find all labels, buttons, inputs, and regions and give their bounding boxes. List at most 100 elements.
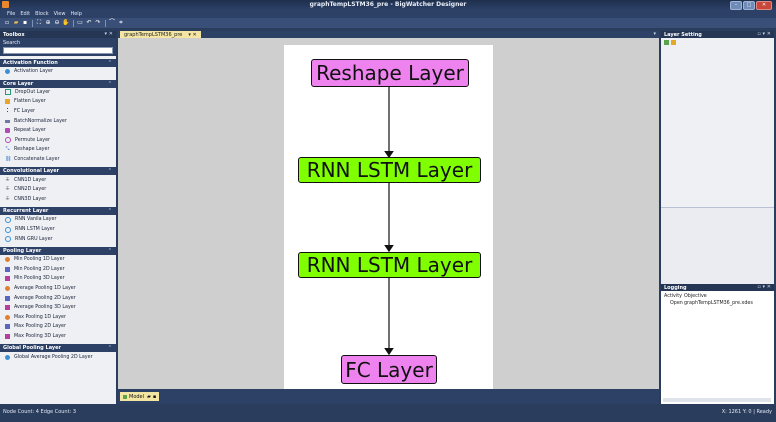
log-col-objective: Objective <box>684 294 707 299</box>
tool-activation-layer[interactable]: Activation Layer <box>0 67 116 77</box>
close-button[interactable]: ✕ <box>756 1 772 10</box>
bottom-tabstrip: Model ▰ ▪ <box>118 389 659 404</box>
search-label: Search <box>3 40 21 46</box>
tool-label: Activation Layer <box>14 69 53 75</box>
node-rnn-lstm-layer-2[interactable]: RNN LSTM Layer <box>298 252 481 278</box>
tool-global-average-pooling-2d[interactable]: Global Average Pooling 2D Layer <box>0 352 116 362</box>
fit-icon[interactable]: ⛶ <box>36 19 42 26</box>
tool-flatten-layer[interactable]: Flatten Layer <box>0 97 116 107</box>
toolbox-search: Search <box>0 38 116 56</box>
search-input[interactable] <box>3 47 113 54</box>
toolbox-title: Toolbox <box>3 31 25 38</box>
tool-cnn2d-layer[interactable]: ⁜CNN2D Layer <box>0 185 116 195</box>
tool-label: DropOut Layer <box>15 89 51 95</box>
pan-hand-icon[interactable]: ✋ <box>62 19 70 26</box>
menu-file[interactable]: File <box>7 11 16 17</box>
log-row[interactable]: Open graphTempLSTM36_pre.xdes <box>661 300 774 307</box>
logging-panel: Logging ▫ ▾ ✕ Activity Objective Open gr… <box>661 284 774 404</box>
tool-concatenate-layer[interactable]: ⛓Concatenate Layer <box>0 155 116 165</box>
node-rnn-lstm-layer-1[interactable]: RNN LSTM Layer <box>298 157 481 183</box>
tab-model[interactable]: Model ▰ ▪ <box>120 392 160 401</box>
pin-close-icons[interactable]: ▫ ▾ ✕ <box>757 284 771 290</box>
zoom-out-icon[interactable]: ⊖ <box>54 19 60 26</box>
tool-average-pooling-1d[interactable]: Average Pooling 1D Layer <box>0 284 116 294</box>
tool-max-pooling-1d[interactable]: Max Pooling 1D Layer <box>0 312 116 322</box>
tool-permute-layer[interactable]: Permute Layer <box>0 136 116 146</box>
group-convolutional-layer[interactable]: Convolutional Layer⌃ <box>0 167 116 176</box>
menu-view[interactable]: View <box>53 11 66 17</box>
chevron-down-icon[interactable]: ▾ <box>653 31 656 37</box>
menu-edit[interactable]: Edit <box>20 11 31 17</box>
layout-icon[interactable]: ▭ <box>77 19 83 26</box>
sort-icon[interactable] <box>664 39 669 45</box>
fc-icon: ⁚ <box>6 108 9 115</box>
tool-average-pooling-3d[interactable]: Average Pooling 3D Layer <box>0 303 116 313</box>
log-activity: Open <box>670 301 683 306</box>
tool-rnn-vanila-layer[interactable]: RNN Vanila Layer <box>0 215 116 225</box>
chevron-up-icon[interactable]: ⌃ <box>107 208 112 215</box>
tool-rnn-gru-layer[interactable]: RNN GRU Layer <box>0 234 116 244</box>
chevron-up-icon[interactable]: ⌃ <box>107 168 112 175</box>
activation-icon <box>5 69 10 75</box>
zoom-in-icon[interactable]: ⊕ <box>45 19 51 26</box>
save-icon[interactable]: ▪ <box>152 393 157 400</box>
pooling-icon <box>5 324 10 330</box>
tool-reshape-layer[interactable]: ⤡Reshape Layer <box>0 145 116 155</box>
horizontal-scrollbar[interactable] <box>663 398 771 402</box>
group-core-layer[interactable]: Core Layer⌃ <box>0 79 116 88</box>
tool-average-pooling-2d[interactable]: Average Pooling 2D Layer <box>0 293 116 303</box>
app-icon <box>2 1 9 8</box>
new-icon[interactable]: ▫ <box>4 19 10 26</box>
chevron-up-icon[interactable]: ⌃ <box>107 247 112 254</box>
group-activation-function[interactable]: Activation Function⌃ <box>0 59 116 67</box>
tab-graph[interactable]: graphTempLSTM36_pre ▾ ✕ <box>120 31 201 38</box>
open-folder-icon[interactable]: ▰ <box>13 19 19 26</box>
group-global-pooling-layer[interactable]: Global Pooling Layer⌃ <box>0 344 116 353</box>
chevron-up-icon[interactable]: ⌃ <box>107 345 112 352</box>
save-icon[interactable]: ▪ <box>22 19 28 26</box>
tool-max-pooling-3d[interactable]: Max Pooling 3D Layer <box>0 332 116 342</box>
folder-icon[interactable]: ▰ <box>147 393 151 400</box>
flatten-icon <box>5 99 10 105</box>
node-fc-layer[interactable]: FC Layer <box>341 355 437 384</box>
tool-cnn1d-layer[interactable]: ⁜CNN1D Layer <box>0 175 116 185</box>
connector-icon[interactable]: ⌒ <box>108 19 115 26</box>
group-recurrent-layer[interactable]: Recurrent Layer⌃ <box>0 207 116 216</box>
menu-help[interactable]: Help <box>70 11 82 17</box>
tool-min-pooling-1d[interactable]: Min Pooling 1D Layer <box>0 255 116 265</box>
tool-max-pooling-2d[interactable]: Max Pooling 2D Layer <box>0 322 116 332</box>
grid-icon[interactable]: ⌗ <box>119 19 123 26</box>
category-icon[interactable] <box>671 39 676 45</box>
minimize-button[interactable]: – <box>730 1 742 10</box>
node-reshape-layer[interactable]: Reshape Layer <box>311 59 469 87</box>
group-pooling-layer[interactable]: Pooling Layer⌃ <box>0 246 116 255</box>
model-tab-label: Model <box>129 393 145 400</box>
tool-repeat-layer[interactable]: Repeat Layer <box>0 126 116 136</box>
document-tabstrip: graphTempLSTM36_pre ▾ ✕ ▾ <box>118 31 659 38</box>
chevron-up-icon[interactable]: ⌃ <box>107 80 112 87</box>
layer-setting-title: Layer Setting <box>664 31 702 38</box>
tool-rnn-lstm-layer[interactable]: RNN LSTM Layer <box>0 225 116 235</box>
tool-min-pooling-2d[interactable]: Min Pooling 2D Layer <box>0 265 116 275</box>
redo-icon[interactable]: ↷ <box>95 19 101 26</box>
menu-block[interactable]: Block <box>35 11 49 17</box>
rnn-icon <box>5 236 11 243</box>
chevron-up-icon[interactable]: ⌃ <box>107 60 112 66</box>
tool-label: CNN1D Layer <box>14 177 47 183</box>
pin-close-icons[interactable]: ▾ ✕ <box>104 31 113 37</box>
tool-fc-layer[interactable]: ⁚FC Layer <box>0 107 116 117</box>
tool-batchnormalize-layer[interactable]: BatchNormalize Layer <box>0 116 116 126</box>
pin-close-icons[interactable]: ▫ ▾ ✕ <box>757 31 771 37</box>
tab-close-icon[interactable]: ▾ ✕ <box>188 31 197 38</box>
pooling-icon <box>5 295 10 301</box>
undo-icon[interactable]: ↶ <box>86 19 92 26</box>
tool-label: Average Pooling 2D Layer <box>14 295 76 301</box>
tool-label: Flatten Layer <box>14 99 46 105</box>
tool-min-pooling-3d[interactable]: Min Pooling 3D Layer <box>0 274 116 284</box>
tool-dropout-layer[interactable]: DropOut Layer <box>0 88 116 98</box>
maximize-button[interactable]: □ <box>743 1 755 10</box>
graph-canvas[interactable]: Reshape Layer RNN LSTM Layer RNN LSTM La… <box>118 38 659 389</box>
tool-label: Max Pooling 3D Layer <box>14 333 66 339</box>
tool-cnn3d-layer[interactable]: ⁜CNN3D Layer <box>0 195 116 205</box>
toolbar-separator <box>32 19 33 27</box>
